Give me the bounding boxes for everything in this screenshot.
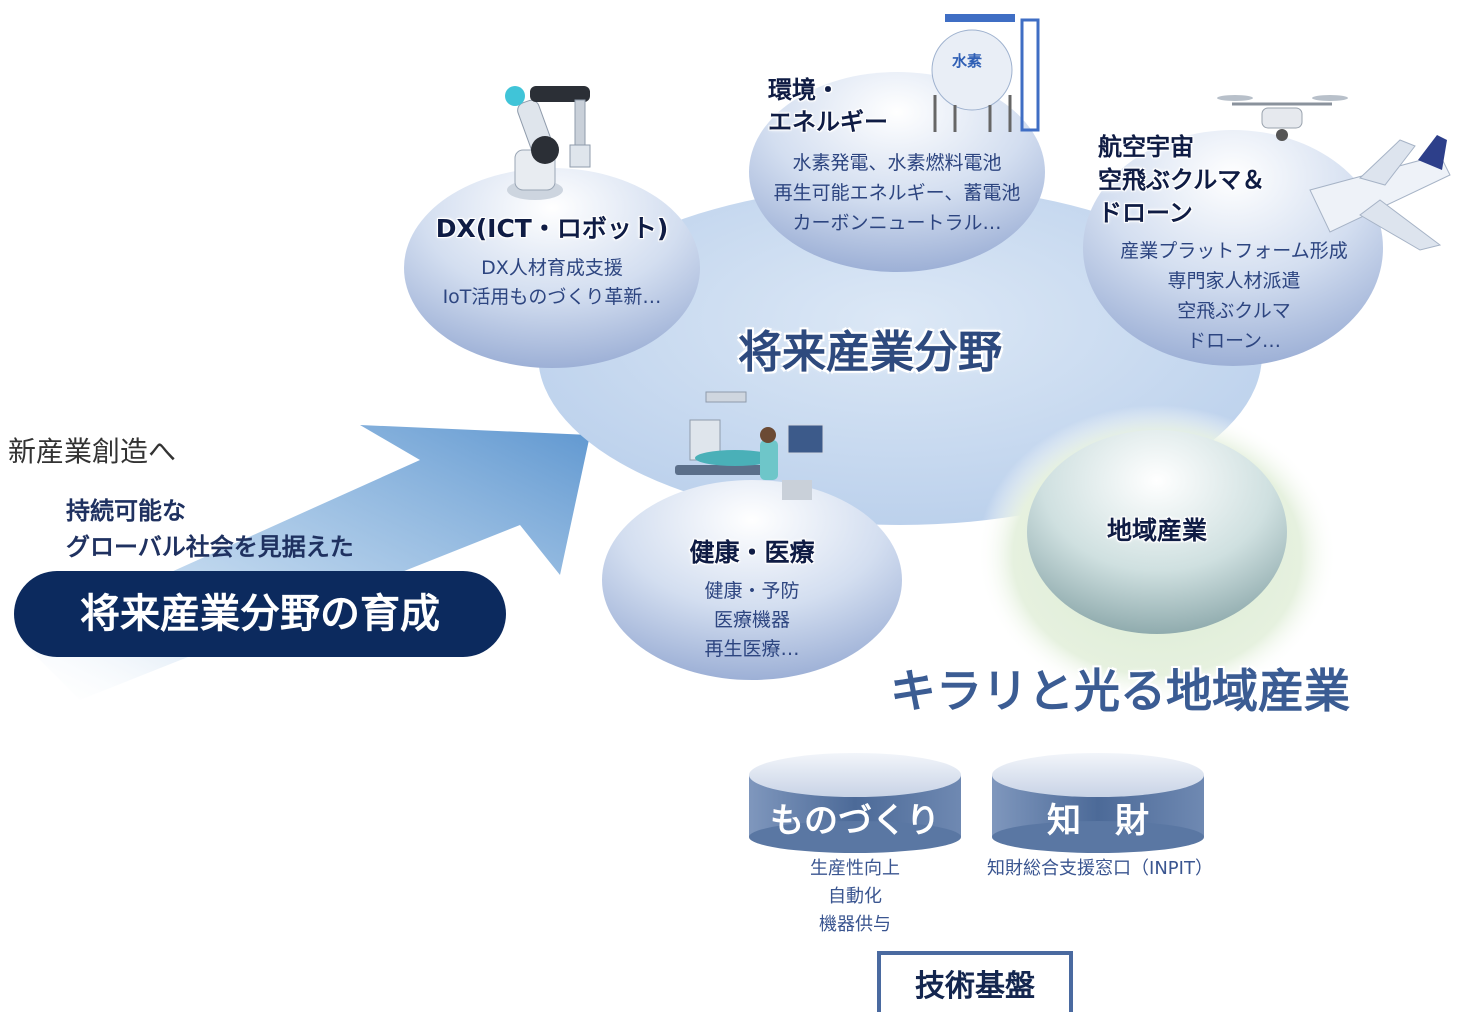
energy-bubble <box>749 72 1045 272</box>
hydrogen-tank-icon <box>931 14 1040 132</box>
drone-icon <box>1217 95 1348 141</box>
aero-line-3: 空飛ぶクルマ <box>1177 300 1291 322</box>
subheading-line-1: 持続可能な <box>66 497 186 525</box>
manufacturing-line-2: 自動化 <box>828 886 882 907</box>
energy-title-line-1: 環境・ <box>768 76 840 104</box>
new-industry-heading: 新産業創造へ <box>8 435 177 468</box>
aero-title-line-3: ドローン <box>1098 199 1193 227</box>
airplane-icon <box>1309 135 1451 251</box>
health-line-3: 再生医療… <box>704 638 800 660</box>
dx-bubble <box>404 168 700 368</box>
manufacturing-line-1: 生産性向上 <box>810 858 900 879</box>
manufacturing-label: ものづくり <box>770 801 940 841</box>
future-industry-pill: 将来産業分野の育成 <box>14 571 506 657</box>
regional-industry-label: キラリと光る地域産業 <box>890 664 1350 718</box>
robot-arm-icon <box>505 86 591 200</box>
medical-scene-icon <box>675 391 824 500</box>
technology-base-box: 技術基盤 <box>877 951 1073 1012</box>
aero-title-line-2: 空飛ぶクルマ＆ <box>1098 166 1266 194</box>
health-title: 健康・医療 <box>689 538 815 567</box>
future-industry-label: 将来産業分野 <box>738 327 1002 378</box>
hydrogen-tank-label: 水素 <box>952 52 983 70</box>
manufacturing-cylinder <box>749 753 961 853</box>
energy-line-3: カーボンニュートラル… <box>792 212 1002 234</box>
energy-title-line-2: エネルギー <box>768 108 888 136</box>
health-bubble <box>602 480 902 680</box>
dx-line-1: DX人材育成支援 <box>481 257 623 279</box>
aero-line-1: 産業プラットフォーム形成 <box>1120 240 1348 262</box>
energy-line-2: 再生可能エネルギー、蓄電池 <box>773 182 1021 204</box>
dx-title: DX(ICT・ロボット) <box>435 214 669 243</box>
ip-line-1: 知財総合支援窓口（INPIT） <box>987 858 1213 879</box>
aero-line-4: ドローン… <box>1186 330 1282 352</box>
subheading-line-2: グローバル社会を見据えた <box>66 533 354 561</box>
energy-line-1: 水素発電、水素燃料電池 <box>792 152 1002 174</box>
regional-bubble <box>1027 430 1287 634</box>
health-line-2: 医療機器 <box>713 609 790 631</box>
aero-title-line-1: 航空宇宙 <box>1098 133 1194 161</box>
aero-bubble <box>1083 130 1383 366</box>
ip-label: 知 財 <box>1047 801 1149 841</box>
manufacturing-line-3: 機器供与 <box>819 914 891 935</box>
regional-title: 地域産業 <box>1106 516 1207 545</box>
ip-cylinder <box>992 753 1204 853</box>
health-line-1: 健康・予防 <box>704 580 800 602</box>
aero-line-2: 専門家人材派遣 <box>1167 270 1301 292</box>
dx-line-2: IoT活用ものづくり革新… <box>442 286 662 308</box>
